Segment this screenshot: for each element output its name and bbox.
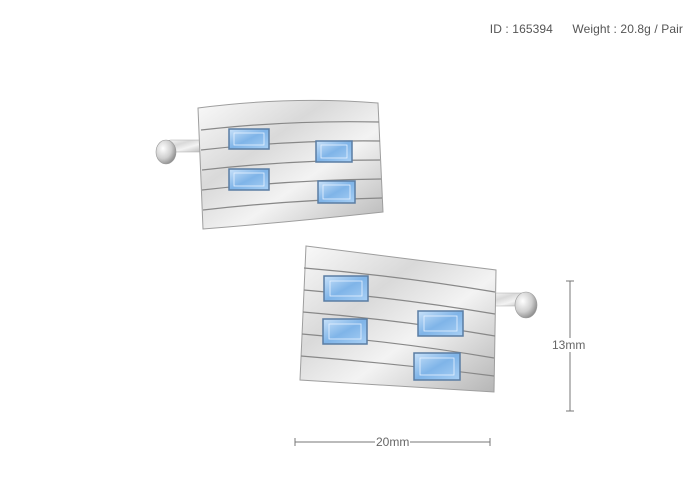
grooves-bottom (300, 267, 496, 377)
grooves-top (200, 121, 383, 211)
crystal-top-1 (228, 128, 270, 150)
crystal-bottom-3 (322, 318, 368, 345)
width-label: 20mm (375, 435, 411, 449)
height-label: 13mm (551, 338, 587, 352)
cufflink-top (155, 99, 384, 230)
toggle-bottom (489, 291, 538, 319)
toggle-top (155, 139, 206, 165)
crystal-bottom-2 (417, 310, 464, 337)
product-weight: Weight : 20.8g / Pair (572, 22, 683, 36)
cufflink-bottom (299, 245, 538, 393)
product-id: ID : 165394 (489, 22, 553, 36)
crystal-top-3 (228, 168, 270, 191)
crystal-top-4 (317, 180, 356, 204)
crystal-bottom-1 (323, 275, 369, 302)
crystal-bottom-4 (413, 352, 461, 381)
product-info: ID : 165394 Weight : 20.8g / Pair (490, 22, 683, 36)
crystal-top-2 (315, 140, 353, 163)
